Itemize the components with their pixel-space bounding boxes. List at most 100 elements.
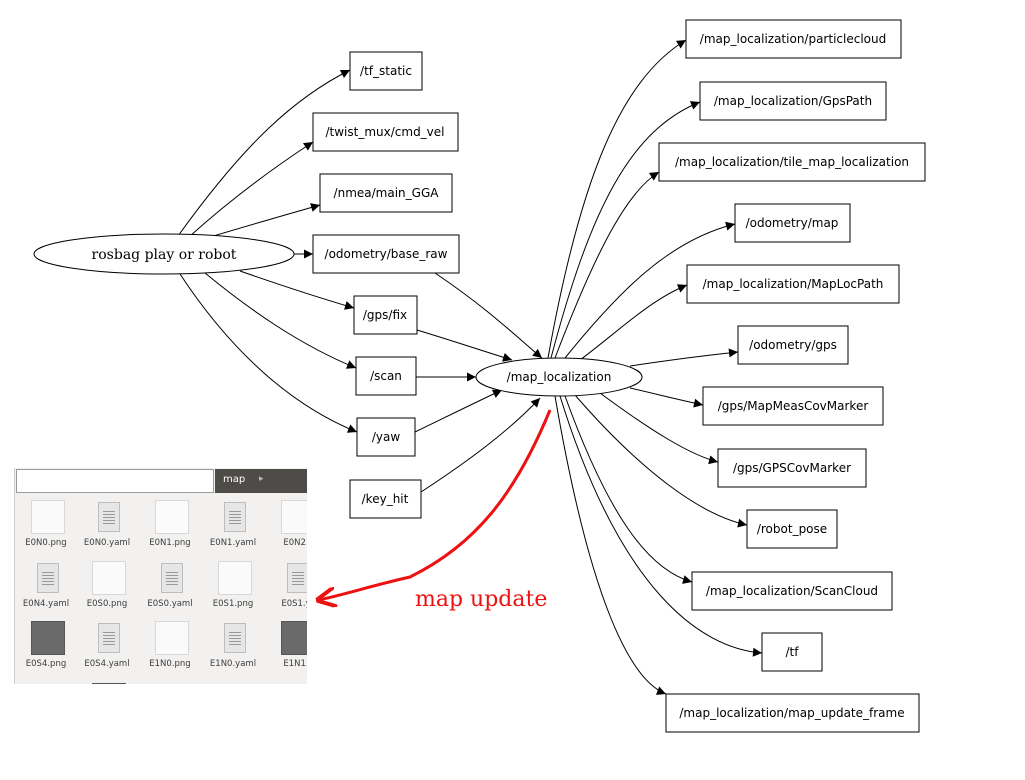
- file-name: E0N1.yaml: [209, 538, 257, 548]
- input-topic-nmea-main-gga: /nmea/main_GGA: [319, 173, 453, 213]
- file-name: E0S4.png: [25, 659, 67, 669]
- output-topic-particlecloud: /map_localization/particlecloud: [685, 19, 902, 59]
- edge-base-raw-to-center: [434, 272, 543, 359]
- input-topic-label: /tf_static: [360, 64, 412, 78]
- edge-center-odometry-gps: [629, 348, 739, 367]
- input-topic-key-hit: /key_hit: [349, 479, 422, 519]
- png-thumbnail-icon: [92, 561, 126, 595]
- output-topic-label: /odometry/map: [746, 216, 839, 230]
- file-item[interactable]: E0S0.png: [76, 557, 138, 613]
- output-topic-gpscovmarker: /gps/GPSCovMarker: [717, 448, 867, 488]
- output-topic-map-update-frame: /map_localization/map_update_frame: [665, 693, 920, 733]
- source-node-label: rosbag play or robot: [92, 247, 237, 263]
- yaml-file-icon: [287, 563, 307, 593]
- output-topic-odometry-gps: /odometry/gps: [737, 325, 849, 365]
- file-item[interactable]: E0S1.png: [202, 557, 264, 613]
- file-item[interactable]: [76, 679, 138, 684]
- file-item[interactable]: [265, 679, 307, 684]
- file-name: E0S1.y: [281, 599, 307, 609]
- edge-center-gpspath: [550, 101, 701, 359]
- yaml-file-icon: [98, 623, 120, 653]
- map-localization-node: /map_localization: [475, 357, 643, 397]
- input-topic-label: /nmea/main_GGA: [334, 186, 440, 200]
- edge-source-yaw: [179, 273, 358, 433]
- input-topic-label: /scan: [370, 369, 402, 383]
- output-topic-label: /map_localization/MapLocPath: [703, 277, 884, 291]
- output-topic-label: /odometry/gps: [749, 338, 837, 352]
- file-name: E0S4.yaml: [84, 659, 130, 669]
- map-localization-node-label: /map_localization: [507, 370, 612, 384]
- file-item[interactable]: [139, 679, 201, 684]
- location-bar[interactable]: [16, 469, 214, 493]
- file-item[interactable]: E0N4.yaml: [15, 557, 77, 613]
- edges: [177, 39, 763, 695]
- file-item[interactable]: E0S1.y: [265, 557, 307, 613]
- edge-center-maplocpath: [579, 284, 688, 361]
- output-topic-label: /map_localization/particlecloud: [700, 32, 886, 46]
- file-item[interactable]: E1N1.: [265, 617, 307, 673]
- input-topic-label: /twist_mux/cmd_vel: [325, 125, 444, 139]
- edge-center-odometry-map: [564, 221, 736, 359]
- input-topic-label: /yaw: [372, 430, 400, 444]
- file-item[interactable]: E1N0.yaml: [202, 617, 264, 673]
- file-name: E1N0.png: [149, 659, 191, 669]
- edge-source-tf-static: [177, 69, 351, 237]
- file-item[interactable]: E0S4.png: [15, 617, 77, 673]
- yaml-file-icon: [161, 563, 183, 593]
- breadcrumb-map[interactable]: map: [223, 474, 246, 485]
- edge-center-robot-pose: [574, 394, 748, 528]
- file-name: E0S0.yaml: [147, 599, 193, 609]
- png-thumbnail-icon: [218, 561, 252, 595]
- input-topic-gps-fix: /gps/fix: [353, 295, 418, 335]
- file-item[interactable]: E0N0.png: [15, 496, 77, 552]
- png-thumbnail-icon: [31, 500, 65, 534]
- output-topic-scancloud: /map_localization/ScanCloud: [691, 571, 893, 611]
- input-topic-label: /key_hit: [362, 492, 409, 506]
- png-thumbnail-icon: [155, 500, 189, 534]
- edge-key-hit-to-center: [420, 397, 541, 493]
- input-topic-tf-static: /tf_static: [349, 51, 423, 91]
- edge-source-twist-mux: [189, 141, 314, 237]
- output-topic-label: /map_localization/GpsPath: [714, 94, 872, 108]
- file-name: E0N1.png: [149, 538, 191, 548]
- edge-center-gpscov: [599, 392, 719, 465]
- output-topic-label: /map_localization/map_update_frame: [679, 706, 904, 720]
- png-thumbnail-icon: [155, 621, 189, 655]
- output-topic-label: /robot_pose: [757, 522, 827, 536]
- edge-source-gps-fix: [239, 270, 355, 310]
- file-item[interactable]: E0N1.png: [139, 496, 201, 552]
- edge-center-map-update-frame: [554, 395, 667, 695]
- file-item[interactable]: E0S4.yaml: [76, 617, 138, 673]
- output-topic-gpspath: /map_localization/GpsPath: [699, 81, 887, 121]
- output-topic-label: /gps/MapMeasCovMarker: [718, 399, 869, 413]
- output-topic-mapmeascovmarker: /gps/MapMeasCovMarker: [702, 386, 884, 426]
- output-topic-label: /map_localization/tile_map_localization: [675, 155, 909, 169]
- edge-source-nmea: [209, 203, 321, 238]
- file-item[interactable]: [202, 679, 264, 684]
- png-thumbnail-icon: [281, 500, 307, 534]
- breadcrumb[interactable]: map ▸: [215, 469, 307, 493]
- file-name: E0N0.yaml: [83, 538, 131, 548]
- output-topic-tile-map-localization: /map_localization/tile_map_localization: [658, 142, 926, 182]
- input-topic-label: /gps/fix: [363, 308, 407, 322]
- file-name: E0N2.: [283, 538, 307, 548]
- output-topic-maplocpath: /map_localization/MapLocPath: [686, 264, 900, 304]
- edge-gps-fix-to-center: [416, 329, 513, 362]
- breadcrumb-arrow-icon: ▸: [259, 474, 264, 484]
- file-name: E0S1.png: [212, 599, 254, 609]
- edge-center-tf: [559, 395, 763, 657]
- file-item[interactable]: E0N1.yaml: [202, 496, 264, 552]
- file-item[interactable]: E0N0.yaml: [76, 496, 138, 552]
- input-topic-yaw: /yaw: [356, 417, 416, 457]
- source-node: rosbag play or robot: [33, 233, 295, 275]
- output-topic-label: /gps/GPSCovMarker: [733, 461, 851, 475]
- edge-center-particlecloud: [547, 39, 687, 359]
- file-item[interactable]: [15, 679, 77, 684]
- file-item[interactable]: E0N2.: [265, 496, 307, 552]
- map-update-label: map update: [415, 587, 547, 612]
- yaml-file-icon: [37, 563, 59, 593]
- file-item[interactable]: E0S0.yaml: [139, 557, 201, 613]
- file-item[interactable]: E1N0.png: [139, 617, 201, 673]
